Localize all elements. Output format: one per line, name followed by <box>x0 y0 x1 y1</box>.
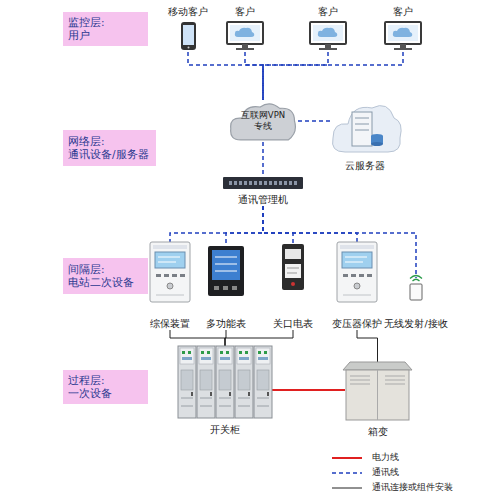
monitor-icon <box>227 22 263 50</box>
device-label: 通讯管理机 <box>238 194 288 206</box>
comm-line <box>298 120 330 122</box>
switchgear: 开关柜 <box>178 346 272 436</box>
comm-manager: 通讯管理机 <box>223 176 303 206</box>
mobile-phone-icon <box>181 22 196 50</box>
device-label: 客户 <box>318 6 338 18</box>
box-substation-icon <box>343 362 412 420</box>
legend-text: 电力线 <box>372 451 399 464</box>
client-terminal: 客户 <box>383 6 423 52</box>
legend-row: 电力线 <box>332 450 453 465</box>
layer-label: 网络层:通讯设备/服务器 <box>63 130 156 166</box>
layer-title: 监控层: <box>68 16 105 29</box>
device-label: 互联网VPN专线 <box>238 110 288 131</box>
comm-line <box>245 52 263 100</box>
relay-device-icon <box>150 242 190 302</box>
layer-title: 过程层: <box>68 374 105 387</box>
transformer-protection: 变压器保护 <box>329 242 385 330</box>
comm-line <box>188 52 263 100</box>
legend-sample <box>332 454 362 462</box>
legend-row: 通讯连接或组件安装 <box>332 480 453 495</box>
multifunction-meter: 多功能表 <box>201 246 251 330</box>
switch-icon <box>223 177 303 189</box>
comm-line <box>263 206 293 244</box>
mobile-client: 移动客户 <box>166 6 210 52</box>
legend-text: 通讯线 <box>372 466 399 479</box>
device-label: 移动客户 <box>168 6 208 18</box>
device-label: 客户 <box>235 6 255 18</box>
power-line <box>272 389 345 391</box>
device-label: 变压器保护 <box>332 318 382 330</box>
comm-line <box>263 206 357 242</box>
comm-line <box>262 142 264 176</box>
device-label: 箱变 <box>368 426 388 438</box>
relay-device-icon <box>337 242 377 302</box>
device-label: 云服务器 <box>345 160 385 172</box>
gateway-meter: 关口电表 <box>268 244 318 330</box>
layer-subtitle: 通讯设备/服务器 <box>68 148 149 161</box>
switchgear-icon <box>178 346 272 418</box>
legend-sample <box>332 484 362 492</box>
layer-title: 间隔层: <box>68 263 105 276</box>
client-terminal: 客户 <box>308 6 348 52</box>
device-label: 关口电表 <box>273 318 313 330</box>
legend: 电力线通讯线通讯连接或组件安装 <box>332 450 453 495</box>
layer-subtitle: 一次设备 <box>68 387 112 400</box>
comm-line <box>170 206 263 242</box>
link-line <box>357 330 378 362</box>
monitor-icon <box>385 22 421 50</box>
legend-row: 通讯线 <box>332 465 453 480</box>
layer-subtitle: 用户 <box>68 29 90 42</box>
legend-sample <box>332 469 362 477</box>
energy-meter-icon <box>282 244 304 290</box>
cloud-server: 云服务器 <box>330 96 400 172</box>
device-label: 无线发射/接收 <box>384 318 447 330</box>
cloud-server-icon <box>333 106 402 152</box>
comm-line <box>263 52 403 100</box>
device-label: 综保装置 <box>150 318 190 330</box>
layer-label: 间隔层:电站二次设备 <box>63 258 148 294</box>
comm-line <box>226 206 263 246</box>
box-substation: 箱变 <box>345 362 410 438</box>
link-line <box>170 330 225 346</box>
wireless-unit: 无线发射/接收 <box>382 278 450 330</box>
device-label: 客户 <box>393 6 413 18</box>
legend-text: 通讯连接或组件安装 <box>372 481 453 494</box>
monitor-icon <box>310 22 346 50</box>
multifunction-meter-icon <box>208 246 244 296</box>
protection-device: 综保装置 <box>145 242 195 330</box>
layer-title: 网络层: <box>68 135 105 148</box>
vpn-cloud: 互联网VPN专线 <box>228 100 298 142</box>
comm-line <box>263 52 328 100</box>
link-line <box>225 330 293 346</box>
wireless-icon <box>410 276 422 301</box>
layer-label: 过程层:一次设备 <box>63 370 148 404</box>
layer-label: 监控层:用户 <box>63 12 148 46</box>
layer-subtitle: 电站二次设备 <box>68 276 134 289</box>
client-terminal: 客户 <box>225 6 265 52</box>
device-label: 开关柜 <box>210 424 240 436</box>
device-label: 多功能表 <box>206 318 246 330</box>
